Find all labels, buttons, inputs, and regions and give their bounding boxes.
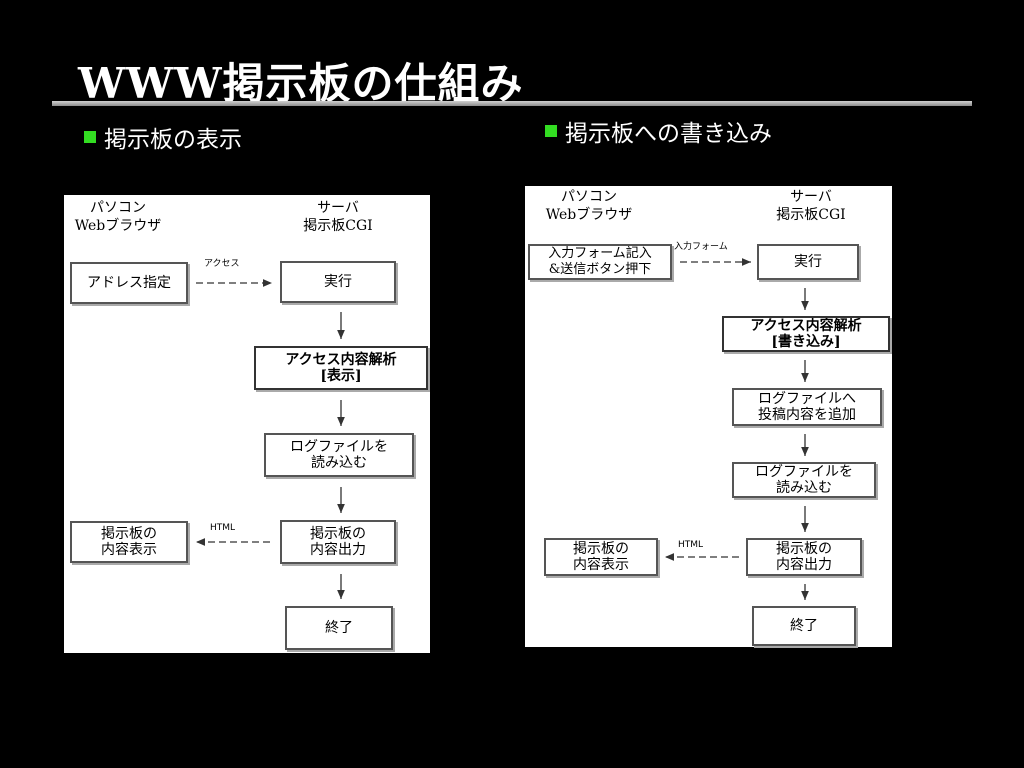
title-divider (52, 101, 972, 106)
right-flowchart-panel: パソコン Webブラウザ サーバ 掲示板CGI 入力フォーム記入 &送信ボタン押… (525, 186, 892, 647)
left-client-header: パソコン Webブラウザ (74, 200, 162, 234)
left-heading: 掲示板の表示 (104, 127, 242, 153)
left-label-html: HTML (210, 523, 236, 533)
right-box-form: 入力フォーム記入 &送信ボタン押下 (528, 244, 672, 280)
right-box-append-log: ログファイルへ 投稿内容を追加 (732, 388, 882, 426)
right-server-header: サーバ 掲示板CGI (776, 189, 846, 223)
right-box-analyze: アクセス内容解析 [書き込み] (722, 316, 890, 352)
right-client-header: パソコン Webブラウザ (545, 189, 633, 223)
left-bullet: 掲示板の表示 (84, 120, 242, 154)
left-box-analyze: アクセス内容解析 [表示] (254, 346, 428, 390)
right-bullet: 掲示板への書き込み (545, 114, 772, 148)
green-square-bullet-icon (84, 131, 96, 143)
left-box-exec: 実行 (280, 261, 396, 303)
right-arrows (665, 258, 809, 600)
slide-title: WWW掲示板の仕組み (78, 59, 524, 108)
green-square-bullet-icon (545, 125, 557, 137)
left-box-display: 掲示板の 内容表示 (70, 521, 188, 563)
right-box-end: 終了 (752, 606, 856, 646)
right-box-display: 掲示板の 内容表示 (544, 538, 658, 576)
left-server-header: サーバ 掲示板CGI (303, 200, 373, 234)
right-label-html: HTML (678, 540, 704, 550)
right-label-form: 入力フォーム (674, 242, 728, 252)
left-box-read-log: ログファイルを 読み込む (264, 433, 414, 477)
left-box-end: 終了 (285, 606, 393, 650)
right-heading: 掲示板への書き込み (565, 121, 772, 147)
right-box-read-log: ログファイルを 読み込む (732, 462, 876, 498)
left-flowchart-panel: パソコン Webブラウザ サーバ 掲示板CGI アドレス指定 実行 アクセス内容… (64, 195, 430, 653)
left-box-output: 掲示板の 内容出力 (280, 520, 396, 564)
left-label-access: アクセス (204, 259, 240, 269)
left-arrows (196, 279, 345, 599)
left-box-address: アドレス指定 (70, 262, 188, 304)
right-box-exec: 実行 (757, 244, 859, 280)
right-box-output: 掲示板の 内容出力 (746, 538, 862, 576)
